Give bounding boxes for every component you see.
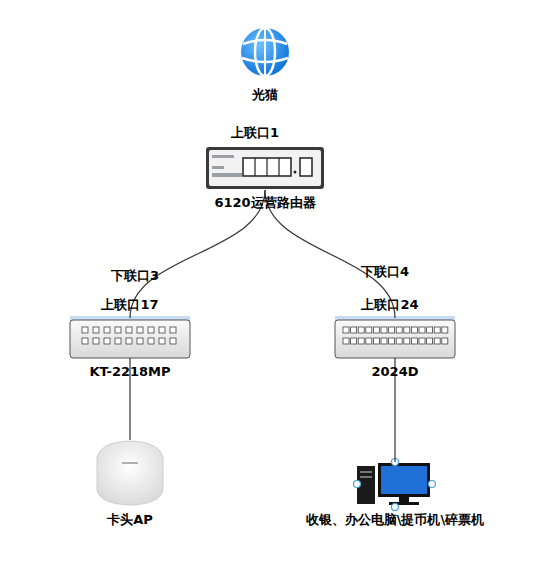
switch-port <box>351 338 357 344</box>
switch-port <box>411 338 417 344</box>
switch-port <box>115 327 121 333</box>
switch-port <box>137 327 143 333</box>
switch-port <box>115 338 121 344</box>
switch-port <box>373 327 379 333</box>
switch-port <box>170 338 176 344</box>
switch-port <box>389 327 395 333</box>
ap-node: 卡头AP <box>95 440 165 505</box>
switch-port <box>442 327 448 333</box>
switch-port <box>159 327 165 333</box>
switch-port <box>148 327 154 333</box>
switch-port <box>159 338 165 344</box>
switch-port <box>343 338 349 344</box>
switch-port <box>411 327 417 333</box>
switch-port <box>366 338 372 344</box>
switch-port <box>434 327 440 333</box>
globe-icon <box>241 28 289 76</box>
port-label: 下联口3 <box>111 268 159 284</box>
computer-icon <box>354 459 436 511</box>
switch-port <box>104 338 110 344</box>
port-label: 上联口1 <box>231 125 279 141</box>
ap-icon <box>97 441 163 505</box>
switch-port <box>389 338 395 344</box>
switch-port <box>126 338 132 344</box>
switch-node: 2024D <box>335 318 455 358</box>
switch-port <box>93 338 99 344</box>
switch-port <box>82 338 88 344</box>
switch-port <box>126 327 132 333</box>
switch-port <box>404 338 410 344</box>
switch-port <box>104 327 110 333</box>
device-label: 收银、办公电脑\提币机\碎票机 <box>306 512 485 528</box>
terminal-node: 收银、办公电脑\提币机\碎票机 <box>355 462 435 507</box>
switch-port <box>396 338 402 344</box>
switch-port <box>381 338 387 344</box>
switch-icon <box>70 316 190 358</box>
switch-port <box>427 327 433 333</box>
switch-port <box>93 327 99 333</box>
switch-port <box>358 338 364 344</box>
switch-icon <box>335 316 455 358</box>
switch-port <box>404 327 410 333</box>
switch-port <box>373 338 379 344</box>
switch-port <box>148 338 154 344</box>
switch-port <box>396 327 402 333</box>
switch-port <box>137 338 143 344</box>
device-label: 6120运营路由器 <box>214 195 315 211</box>
switch-port <box>82 327 88 333</box>
port-label: 下联口4 <box>361 264 409 280</box>
router-icon <box>206 147 324 189</box>
modem-node: 光猫 <box>241 28 289 76</box>
port-label: 上联口24 <box>361 297 418 313</box>
switch-port <box>419 338 425 344</box>
device-label: 2024D <box>372 364 419 380</box>
switch-port <box>358 327 364 333</box>
device-label: KT-2218MP <box>89 364 170 380</box>
switch-node: KT-2218MP <box>70 318 190 358</box>
switch-port <box>170 327 176 333</box>
switch-port <box>419 327 425 333</box>
switch-port <box>442 338 448 344</box>
device-label: 光猫 <box>252 87 278 103</box>
switch-port <box>366 327 372 333</box>
device-label: 卡头AP <box>107 512 153 528</box>
switch-port <box>427 338 433 344</box>
port-label: 上联口17 <box>101 297 158 313</box>
router-node: 6120运营路由器 <box>205 146 325 190</box>
switch-port <box>434 338 440 344</box>
switch-port <box>343 327 349 333</box>
switch-port <box>381 327 387 333</box>
switch-port <box>351 327 357 333</box>
